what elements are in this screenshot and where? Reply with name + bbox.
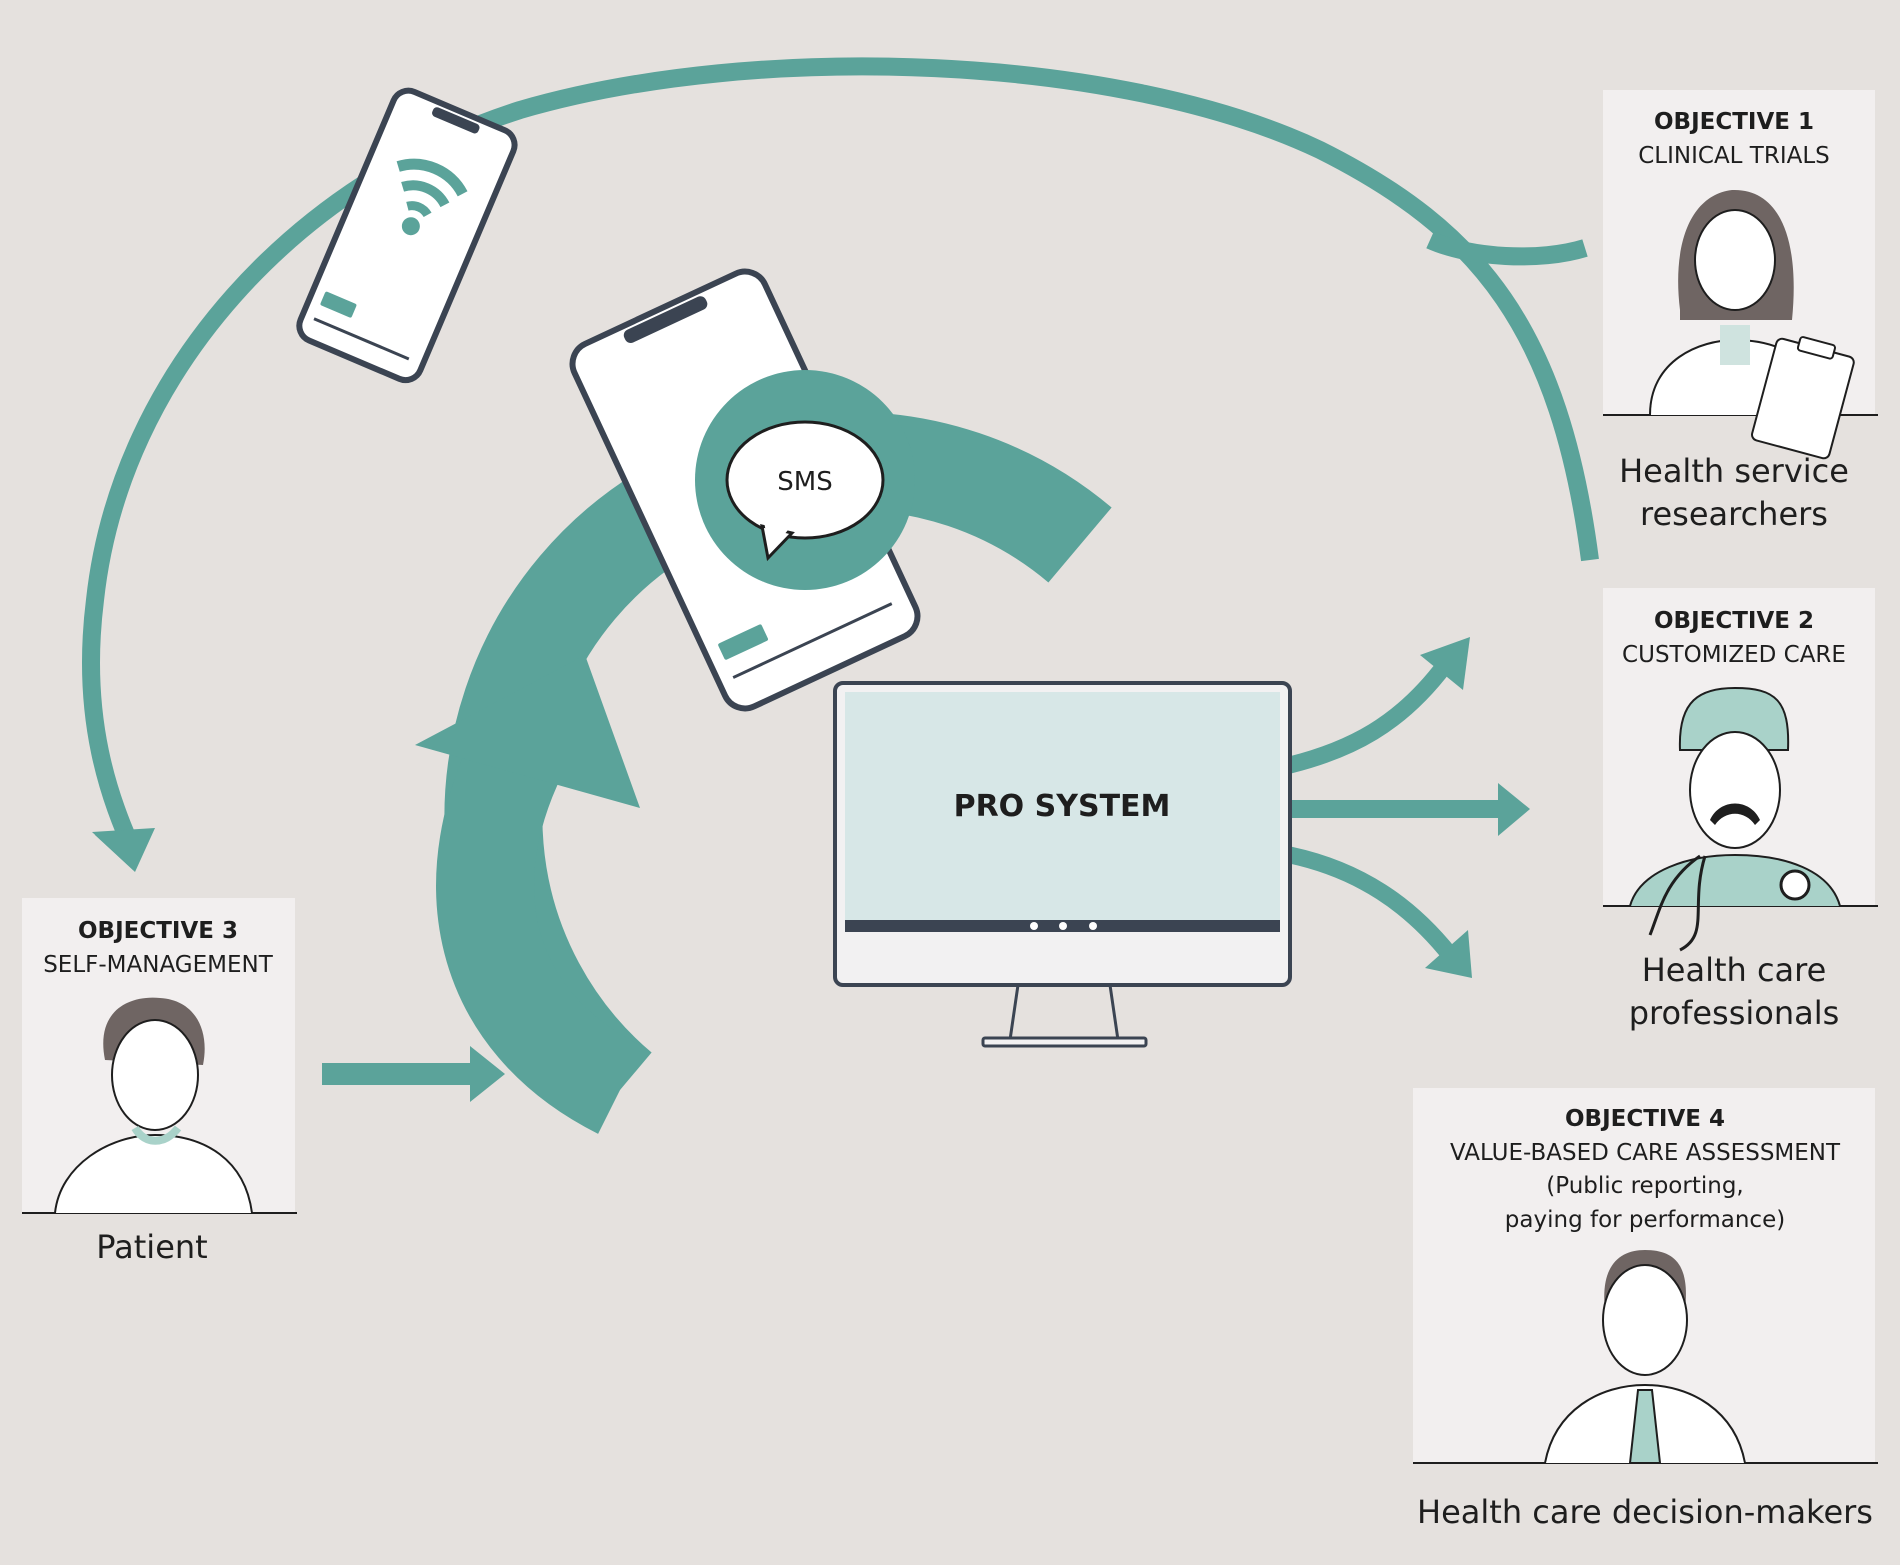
objective-4-subtitle: VALUE-BASED CARE ASSESSMENT (1450, 1140, 1841, 1166)
objective-2-subtitle: CUSTOMIZED CARE (1622, 642, 1846, 668)
objective-3-title: OBJECTIVE 3 (78, 918, 238, 944)
pro-system-monitor (833, 681, 1292, 1048)
output-arrow-down (1288, 846, 1457, 961)
objective-1-subtitle: CLINICAL TRIALS (1638, 143, 1830, 169)
outer-loop-arc (81, 57, 1599, 859)
sms-label: SMS (777, 467, 832, 497)
cycle-ring-left (436, 716, 643, 1134)
objective-3-role: Patient (96, 1228, 207, 1266)
objective-1-role-line1: Health service (1619, 452, 1849, 490)
objective-2-role-line2: professionals (1629, 994, 1840, 1032)
outer-loop-branch (1426, 231, 1588, 266)
objective-3-subtitle: SELF-MANAGEMENT (43, 952, 274, 978)
output-arrow-middle (1290, 800, 1500, 818)
objective-1-title: OBJECTIVE 1 (1654, 109, 1814, 135)
stethoscope-icon (1648, 854, 1811, 952)
objective-4-detail-line2: paying for performance) (1505, 1207, 1785, 1233)
cycle-arrowhead (415, 655, 640, 808)
wifi-phone (296, 87, 518, 384)
output-arrow-up (1287, 659, 1452, 774)
monitor-title: PRO SYSTEM (954, 789, 1171, 824)
objective-4-title: OBJECTIVE 4 (1565, 1106, 1725, 1132)
objective-2-title: OBJECTIVE 2 (1654, 608, 1814, 634)
objective-2-role-line1: Health care (1642, 951, 1827, 989)
objective-2-card (1603, 588, 1878, 952)
objective-4-detail-line1: (Public reporting, (1546, 1173, 1743, 1199)
objective-3-card (22, 898, 297, 1214)
patient-input-arrow (322, 1063, 472, 1085)
objective-1-role-line2: researchers (1640, 495, 1828, 533)
clipboard-icon (1751, 336, 1855, 460)
objective-4-role: Health care decision-makers (1417, 1493, 1873, 1531)
objective-1-card (1603, 90, 1878, 460)
objective-4-card (1413, 1088, 1878, 1464)
sms-bubble-icon (725, 420, 885, 562)
